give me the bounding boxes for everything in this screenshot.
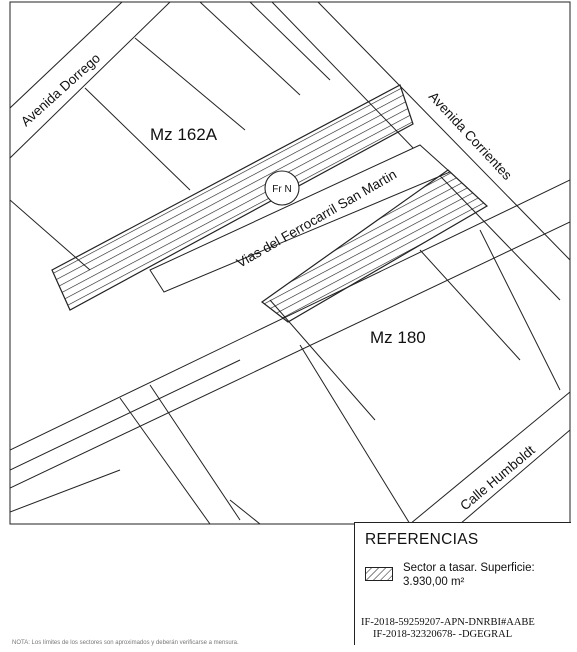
lot-line (249, 2, 331, 81)
legend-item-value: 3.930,00 m² (403, 576, 465, 588)
lot-line (299, 344, 411, 524)
rail-symbol-circle (264, 170, 300, 206)
rail-edge-3 (10, 359, 241, 471)
doc-reference-1: IF-2018-59259207-APN-DNRBI#AABE (361, 617, 535, 628)
dorrego-edge-1 (10, 2, 123, 109)
lot-line (119, 397, 211, 524)
lot-line (84, 87, 191, 191)
block-label-mz180: Mz 180 (370, 328, 426, 347)
lot-line (479, 229, 561, 391)
footnote: NOTA: Los límites de los sectores son ap… (12, 640, 239, 646)
humboldt-edge-1 (409, 391, 570, 524)
doc-reference-2: IF-2018-32320678- -DGEGRAL (373, 629, 513, 640)
lot-line (134, 37, 246, 131)
hatched-sector-north (51, 84, 414, 311)
lot-line (149, 384, 241, 521)
legend-hatch-swatch (365, 567, 393, 581)
hatched-sector-south (260, 169, 489, 323)
block-label-mz162a: Mz 162A (150, 125, 218, 144)
legend-panel: REFERENCIAS Sector a tasar. Superficie: … (354, 522, 571, 645)
lot-line (199, 2, 301, 96)
rail-edge-2 (10, 221, 570, 489)
legend-title: REFERENCIAS (365, 531, 479, 548)
legend-item: Sector a tasar. Superficie: 3.930,00 m² (403, 561, 568, 589)
lot-line (229, 499, 261, 524)
legend-item-label: Sector a tasar. Superficie: (403, 562, 535, 574)
corrientes-edge-1 (317, 2, 570, 261)
lot-line (419, 249, 521, 361)
lot-line (10, 469, 121, 513)
dorrego-edge-2 (10, 2, 171, 159)
humboldt-edge-2 (459, 429, 570, 524)
rail-symbol-label: Fr N (272, 184, 291, 195)
